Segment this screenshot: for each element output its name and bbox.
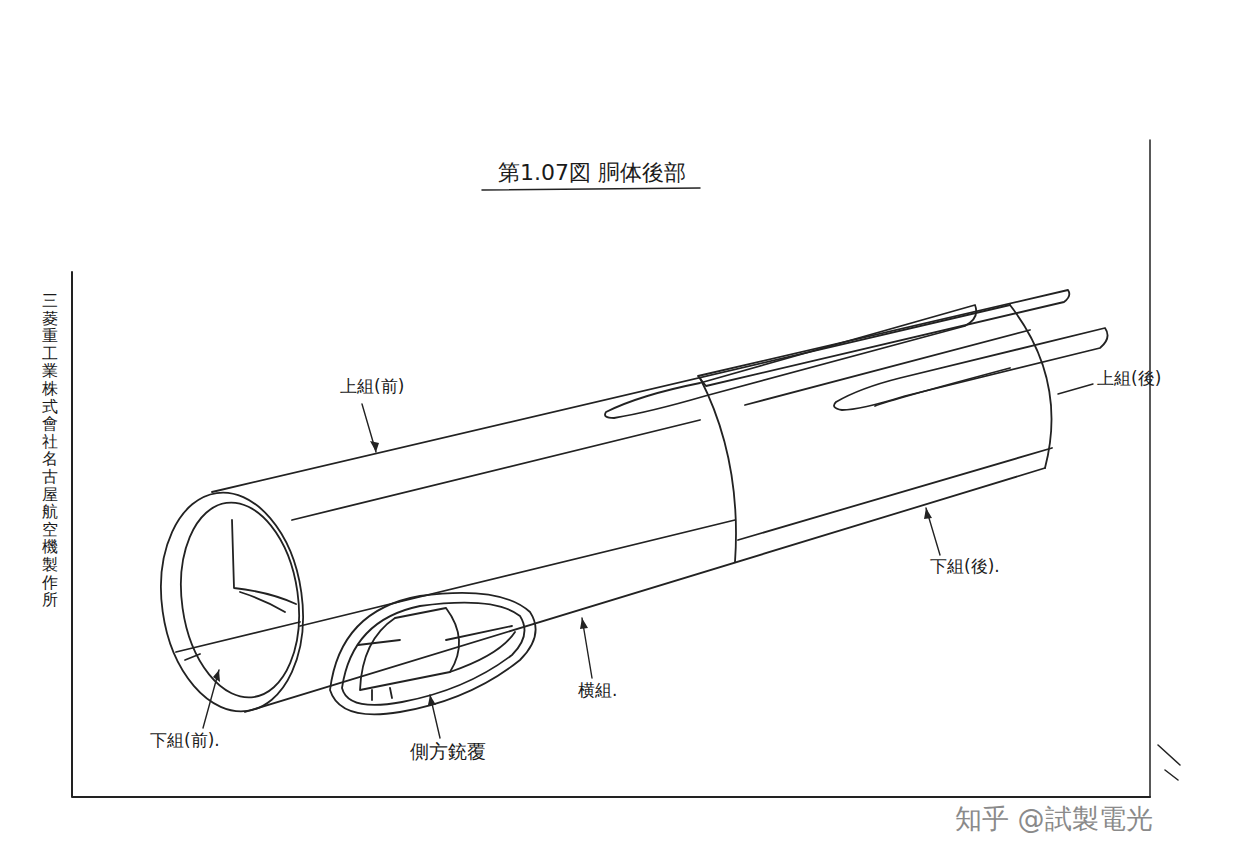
part-label: 上組(前)	[340, 376, 404, 396]
part-label: 下組(後).	[930, 556, 1000, 576]
part-label: 横組.	[578, 680, 617, 700]
part-label: 上組(後)	[1097, 368, 1161, 388]
company-stamp: 三菱重工業株式會社名古屋航空機製作所	[42, 292, 58, 609]
part-label: 下組(前).	[150, 730, 220, 750]
watermark: 知乎 @試製電光	[955, 803, 1153, 835]
drawing-title: 第1.07図 胴体後部	[498, 160, 686, 186]
part-label: 側方銃覆	[410, 740, 486, 763]
